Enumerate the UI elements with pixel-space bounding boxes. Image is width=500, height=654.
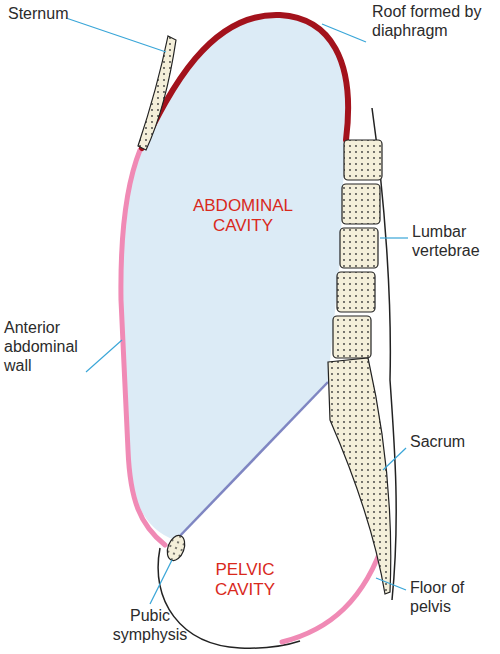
part-label: Floor of pelvis [410,578,490,616]
leader-line [66,18,166,52]
leader-line [322,24,366,42]
part-label: Roof formed by diaphragm [372,2,490,40]
vertebra [337,272,375,312]
cavity-shape [118,10,358,550]
vertebra [333,316,371,358]
part-label: Sternum [8,4,88,23]
region-title: PELVIC CAVITY [200,560,290,600]
vertebra [344,140,382,180]
cavity-fill [120,15,347,540]
leader-line [86,340,122,372]
leader-line [150,560,172,604]
sacrum-bone [328,358,391,594]
back-contour [372,108,396,600]
pelvic-floor [282,538,385,642]
part-label: Anterior abdominal wall [4,318,96,375]
cavity-region: ABDOMINAL CAVITY [118,10,358,550]
leader-line [383,448,406,470]
part-label: Pubic symphysis [100,606,200,644]
cavity-fill [165,382,385,645]
part-label: Sacrum [410,432,490,451]
part-label: Lumbar vertebrae [412,222,498,260]
vertebra [340,228,378,268]
leader-line [380,237,408,238]
vertebra [342,184,380,224]
leader-line [376,578,406,590]
region-title: ABDOMINAL CAVITY [184,196,302,236]
